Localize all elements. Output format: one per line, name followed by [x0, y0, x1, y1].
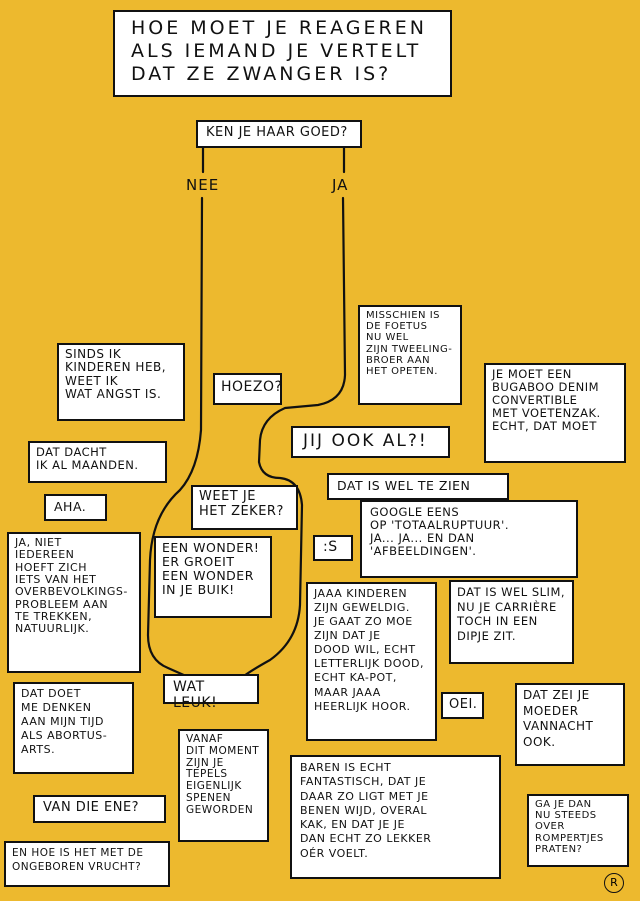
box-weetje: WEET JE HET ZEKER?	[191, 485, 298, 530]
title-box: HOE MOET JE REAGEREN ALS IEMAND JE VERTE…	[113, 10, 452, 97]
box-aha: AHA.	[44, 494, 107, 521]
box-ja-niet: JA, NIET IEDEREEN HOEFT ZICH IETS VAN HE…	[7, 532, 141, 673]
signature-mark: R	[604, 873, 624, 893]
box-welte: DAT IS WEL TE ZIEN	[327, 473, 509, 500]
question-box: KEN JE HAAR GOED?	[196, 120, 362, 148]
box-smiley: :S	[313, 535, 353, 561]
line-ja-down	[242, 196, 347, 678]
box-wonder: EEN WONDER! ER GROEIT EEN WONDER IN JE B…	[154, 536, 272, 618]
box-enhoe: EN HOE IS HET MET DE ONGEBOREN VRUCHT?	[4, 841, 170, 887]
box-jaaa: JAAA KINDEREN ZIJN GEWELDIG. JE GAAT ZO …	[306, 582, 437, 741]
box-watleuk: WAT LEUK!	[163, 674, 259, 711]
box-hoezo: HOEZO?	[213, 373, 282, 405]
box-bugaboo: JE MOET EEN BUGABOO DENIM CONVERTIBLE ME…	[484, 363, 626, 463]
branch-yes-label: JA	[332, 176, 349, 194]
box-sinds: SINDS IK KINDEREN HEB, WEET IK WAT ANGST…	[57, 343, 185, 421]
line-nee-down	[146, 196, 204, 678]
box-google: GOOGLE EENS OP 'TOTAALRUPTUUR'. JA... JA…	[360, 500, 578, 578]
box-moeder: DAT ZEI JE MOEDER VANNACHT OOK.	[515, 683, 625, 766]
box-vanaf: VANAF DIT MOMENT ZIJN JE TEPELS EIGENLIJ…	[178, 729, 269, 842]
box-vandie: VAN DIE ENE?	[33, 795, 166, 823]
box-baren: BAREN IS ECHT FANTASTISCH, DAT JE DAAR Z…	[290, 755, 501, 879]
box-abortus: DAT DOET ME DENKEN AAN MIJN TIJD ALS ABO…	[13, 682, 134, 774]
box-gaje: GA JE DAN NU STEEDS OVER ROMPERTJES PRAT…	[527, 794, 629, 867]
box-misschien: MISSCHIEN IS DE FOETUS NU WEL ZIJN TWEEL…	[358, 305, 462, 405]
box-jijookal: JIJ OOK AL?!	[291, 426, 450, 458]
box-slim: DAT IS WEL SLIM, NU JE CARRIÈRE TOCH IN …	[449, 580, 574, 664]
box-dachtik: DAT DACHT IK AL MAANDEN.	[28, 441, 167, 483]
branch-no-label: NEE	[186, 176, 220, 194]
box-oei: OEI.	[441, 692, 484, 719]
